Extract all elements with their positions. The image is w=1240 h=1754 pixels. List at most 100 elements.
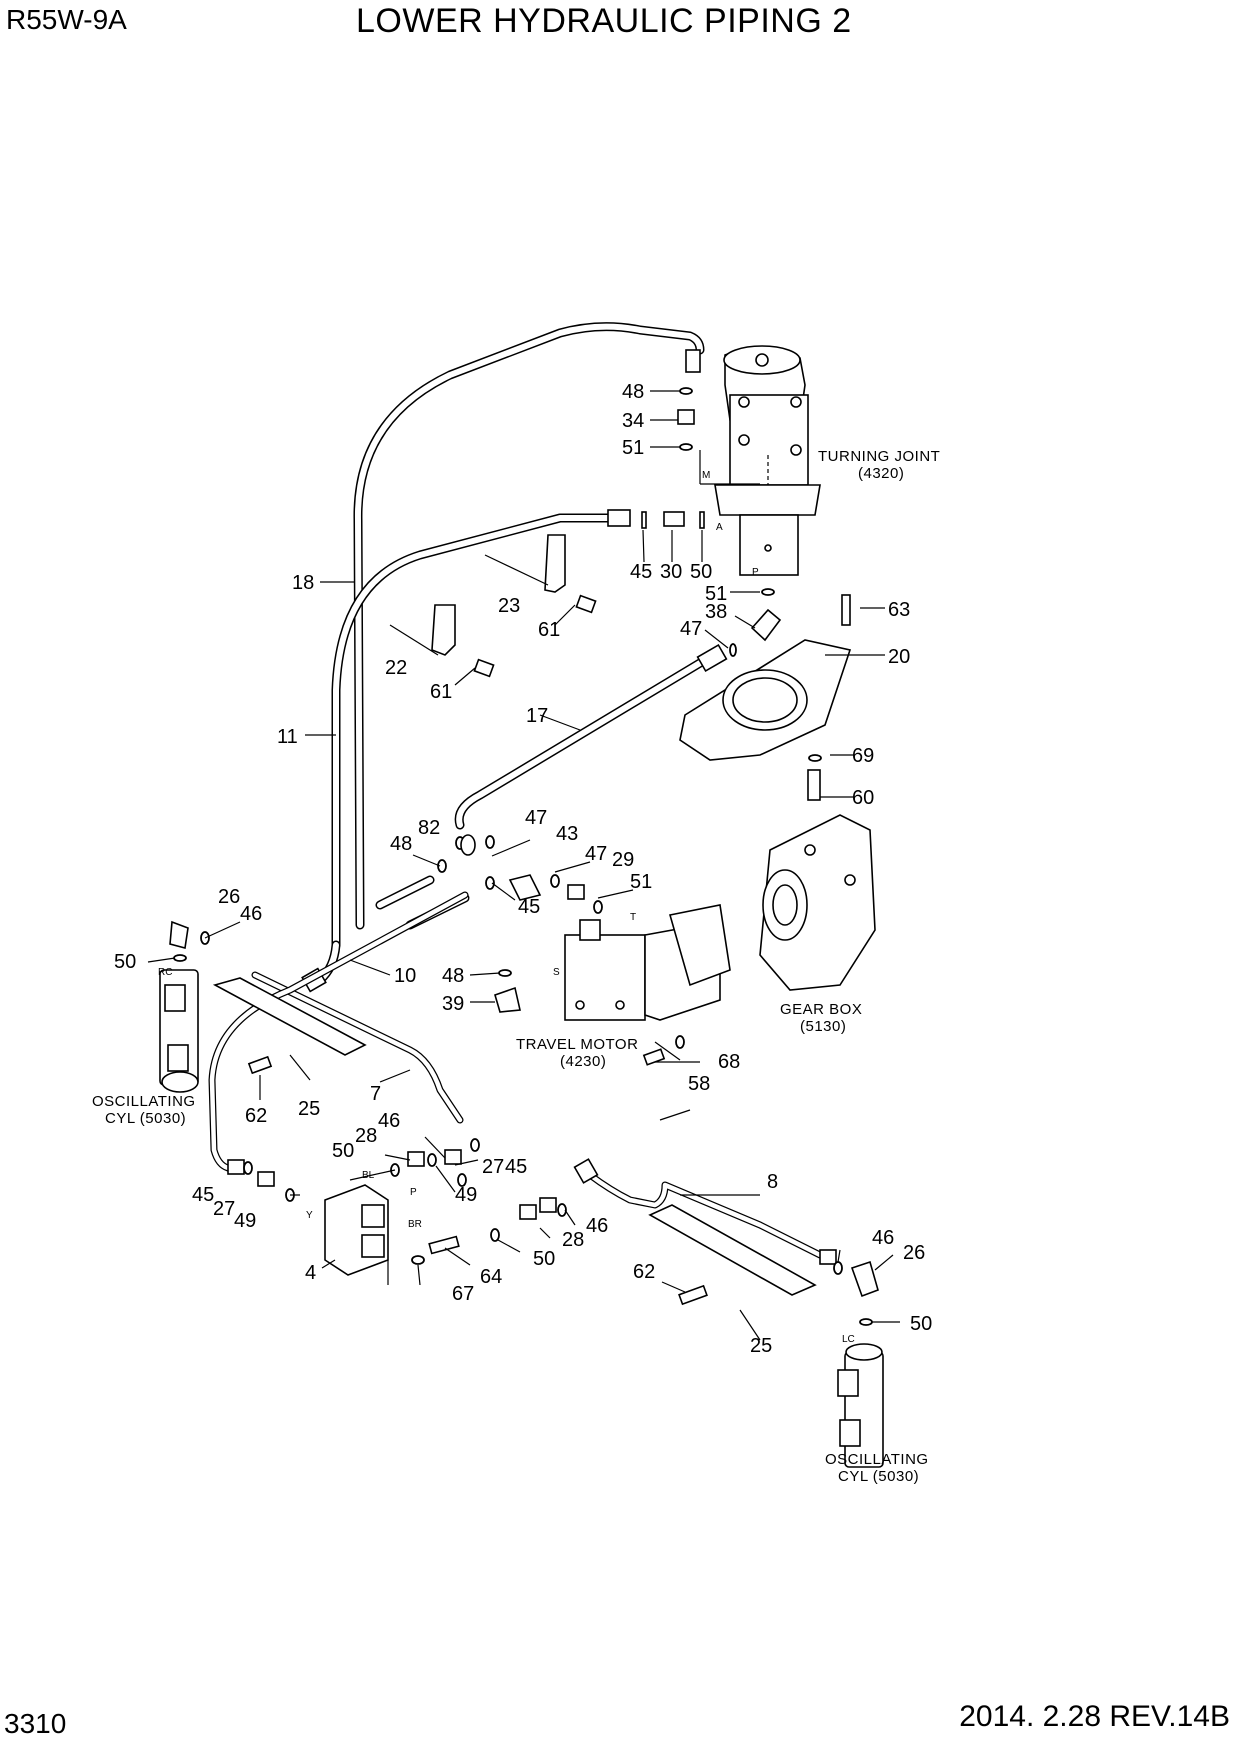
- component-labels: TURNING JOINT (4320) GEAR BOX (5130) TRA…: [92, 448, 940, 1485]
- callout-45: 45: [192, 1184, 214, 1206]
- callout-39: 39: [442, 993, 464, 1015]
- callout-68: 68: [718, 1051, 740, 1073]
- turning-joint: [714, 345, 821, 576]
- guard-25-right: [648, 1204, 817, 1296]
- clamp-22: [431, 604, 456, 656]
- label-osc-cyl-left-ref: CYL (5030): [105, 1110, 186, 1127]
- osc-cyl-left: [159, 969, 199, 1093]
- guard-25-left: [212, 977, 367, 1056]
- callout-23: 23: [498, 595, 520, 617]
- callout-51: 51: [705, 583, 727, 605]
- callout-46: 46: [586, 1215, 608, 1237]
- callout-30: 30: [660, 561, 682, 583]
- callout-64: 64: [480, 1266, 502, 1288]
- callout-63: 63: [888, 599, 910, 621]
- callout-61: 61: [538, 619, 560, 641]
- callout-45: 45: [518, 896, 540, 918]
- callout-62: 62: [245, 1105, 267, 1127]
- callout-46: 46: [378, 1110, 400, 1132]
- callout-50: 50: [114, 951, 136, 973]
- callout-69: 69: [852, 745, 874, 767]
- page-title: LOWER HYDRAULIC PIPING 2: [356, 2, 852, 40]
- callout-22: 22: [385, 657, 407, 679]
- pipe-8: [586, 1171, 824, 1259]
- callout-18: 18: [292, 572, 314, 594]
- label-turning-joint: TURNING JOINT: [818, 448, 940, 465]
- valve-block-4: [324, 1184, 389, 1276]
- callout-8: 8: [767, 1171, 778, 1193]
- callout-26: 26: [218, 886, 240, 908]
- fittings: [169, 387, 879, 1326]
- bracket-20: [679, 639, 852, 761]
- callout-47: 47: [525, 807, 547, 829]
- osc-cyl-right: [837, 1343, 884, 1468]
- callout-20: 20: [888, 646, 910, 668]
- callout-62: 62: [633, 1261, 655, 1283]
- callout-27: 27: [482, 1156, 504, 1178]
- callout-27: 27: [213, 1198, 235, 1220]
- callout-28: 28: [355, 1125, 377, 1147]
- travel-motor: [564, 904, 731, 1021]
- callout-25: 25: [750, 1335, 772, 1357]
- callouts: 48 34 51 45 30 50 51 38 47 63 20 18 23 6…: [114, 381, 932, 1357]
- callout-34: 34: [622, 410, 644, 432]
- callout-51: 51: [622, 437, 644, 459]
- gear-box: [759, 814, 876, 991]
- label-osc-cyl-left: OSCILLATING: [92, 1093, 196, 1110]
- callout-48: 48: [622, 381, 644, 403]
- callout-49: 49: [455, 1184, 477, 1206]
- callout-17: 17: [526, 705, 548, 727]
- callout-67: 67: [452, 1283, 474, 1305]
- pipe-7: [251, 971, 464, 1124]
- callout-4: 4: [305, 1262, 316, 1284]
- callout-51: 51: [630, 871, 652, 893]
- callout-26: 26: [903, 1242, 925, 1264]
- label-travel-motor-ref: (4230): [560, 1053, 606, 1070]
- callout-50: 50: [332, 1140, 354, 1162]
- hose-17: [454, 643, 728, 830]
- callout-46: 46: [872, 1227, 894, 1249]
- label-travel-motor: TRAVEL MOTOR: [516, 1036, 638, 1053]
- callout-7: 7: [370, 1083, 381, 1105]
- model-number: R55W-9A: [6, 4, 127, 35]
- callout-28: 28: [562, 1229, 584, 1251]
- port-lc: LC: [842, 1334, 855, 1345]
- callout-45: 45: [505, 1156, 527, 1178]
- leader-lines: [147, 390, 900, 1341]
- label-osc-cyl-right: OSCILLATING: [825, 1451, 929, 1468]
- callout-58: 58: [688, 1073, 710, 1095]
- callout-47: 47: [585, 843, 607, 865]
- callout-25: 25: [298, 1098, 320, 1120]
- clamp-23: [544, 534, 566, 593]
- callout-61: 61: [430, 681, 452, 703]
- callout-38: 38: [705, 601, 727, 623]
- callout-10: 10: [394, 965, 416, 987]
- label-osc-cyl-right-ref: CYL (5030): [838, 1468, 919, 1485]
- port-y: Y: [306, 1210, 313, 1221]
- port-p-tj: P: [752, 567, 759, 578]
- label-gear-box-ref: (5130): [800, 1018, 846, 1035]
- page-number: 3310: [4, 1708, 67, 1739]
- callout-29: 29: [612, 849, 634, 871]
- callout-48: 48: [390, 833, 412, 855]
- label-turning-joint-ref: (4320): [858, 465, 904, 482]
- port-s: S: [553, 967, 560, 978]
- callout-60: 60: [852, 787, 874, 809]
- callout-82: 82: [418, 817, 440, 839]
- callout-43: 43: [556, 823, 578, 845]
- callout-47: 47: [680, 618, 702, 640]
- callout-50: 50: [910, 1313, 932, 1335]
- port-rc: RC: [158, 967, 172, 978]
- port-br: BR: [408, 1219, 422, 1230]
- callout-50: 50: [690, 561, 712, 583]
- port-p-valve: P: [410, 1187, 417, 1198]
- callout-48: 48: [442, 965, 464, 987]
- label-gear-box: GEAR BOX: [780, 1001, 862, 1018]
- callout-49: 49: [234, 1210, 256, 1232]
- callout-46: 46: [240, 903, 262, 925]
- port-m: M: [702, 470, 710, 481]
- callout-11: 11: [277, 726, 298, 748]
- callout-45: 45: [630, 561, 652, 583]
- revision-date: 2014. 2.28 REV.14B: [959, 1700, 1230, 1733]
